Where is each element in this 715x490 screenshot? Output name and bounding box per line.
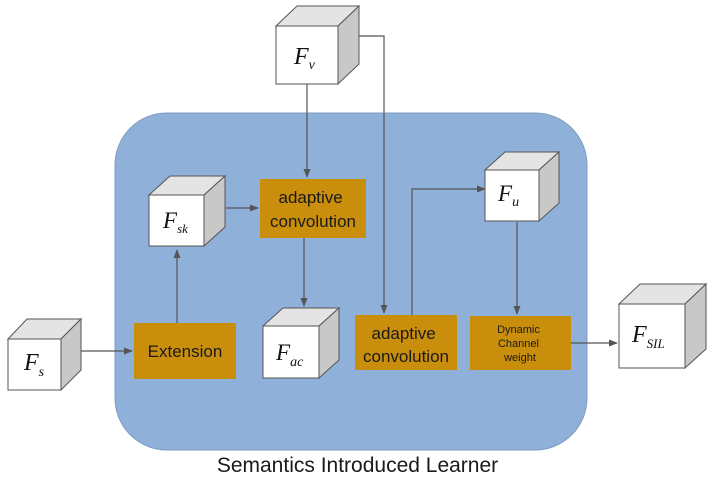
cube-fac: Fac	[261, 306, 341, 380]
fsil-label: FSIL	[631, 322, 665, 351]
svg-text:Extension: Extension	[148, 342, 223, 361]
adaptive-convolution-box-2: adaptive convolution	[355, 315, 457, 370]
svg-text:adaptive convolution: adaptive convolution	[270, 188, 356, 231]
adaptive-convolution-2-line-2: convolution	[363, 347, 449, 366]
adaptive-convolution-box-1: adaptive convolution	[260, 179, 366, 238]
connectors	[81, 35, 618, 355]
svg-text:Dynamic Channel: Dynamic Channel weight	[497, 324, 543, 364]
fsk-label: Fsk	[162, 208, 188, 236]
extension-box: Extension	[134, 323, 236, 379]
fac-label: Fac	[275, 340, 304, 370]
dcw-line-2: Channel	[498, 338, 539, 350]
adaptive-convolution-1-line-1: adaptive	[278, 188, 342, 207]
cube-fsil: FSIL	[617, 282, 708, 370]
cube-fv: Fv	[274, 4, 361, 86]
dcw-line-3: weight	[503, 352, 536, 364]
adaptive-convolution-1-line-2: convolution	[270, 212, 356, 231]
fs-label: Fs	[23, 350, 45, 380]
cube-fsk: Fsk	[147, 174, 227, 248]
fu-label: Fu	[497, 181, 519, 210]
cube-fu: Fu	[483, 150, 561, 223]
extension-label: Extension	[148, 342, 223, 361]
dcw-line-1: Dynamic	[497, 324, 540, 336]
svg-text:adaptive convolution: adaptive convolution	[363, 324, 449, 366]
arrow-adaptive-conv-2-to-fu	[411, 185, 486, 315]
diagram-caption: Semantics Introduced Learner	[216, 454, 499, 477]
arrow-fv-to-adaptive-conv-2	[358, 35, 388, 314]
adaptive-convolution-2-line-1: adaptive	[371, 324, 435, 343]
dynamic-channel-weight-box: Dynamic Channel weight	[470, 316, 571, 370]
fv-label: Fv	[293, 44, 316, 73]
cube-fs: Fs	[6, 317, 83, 392]
